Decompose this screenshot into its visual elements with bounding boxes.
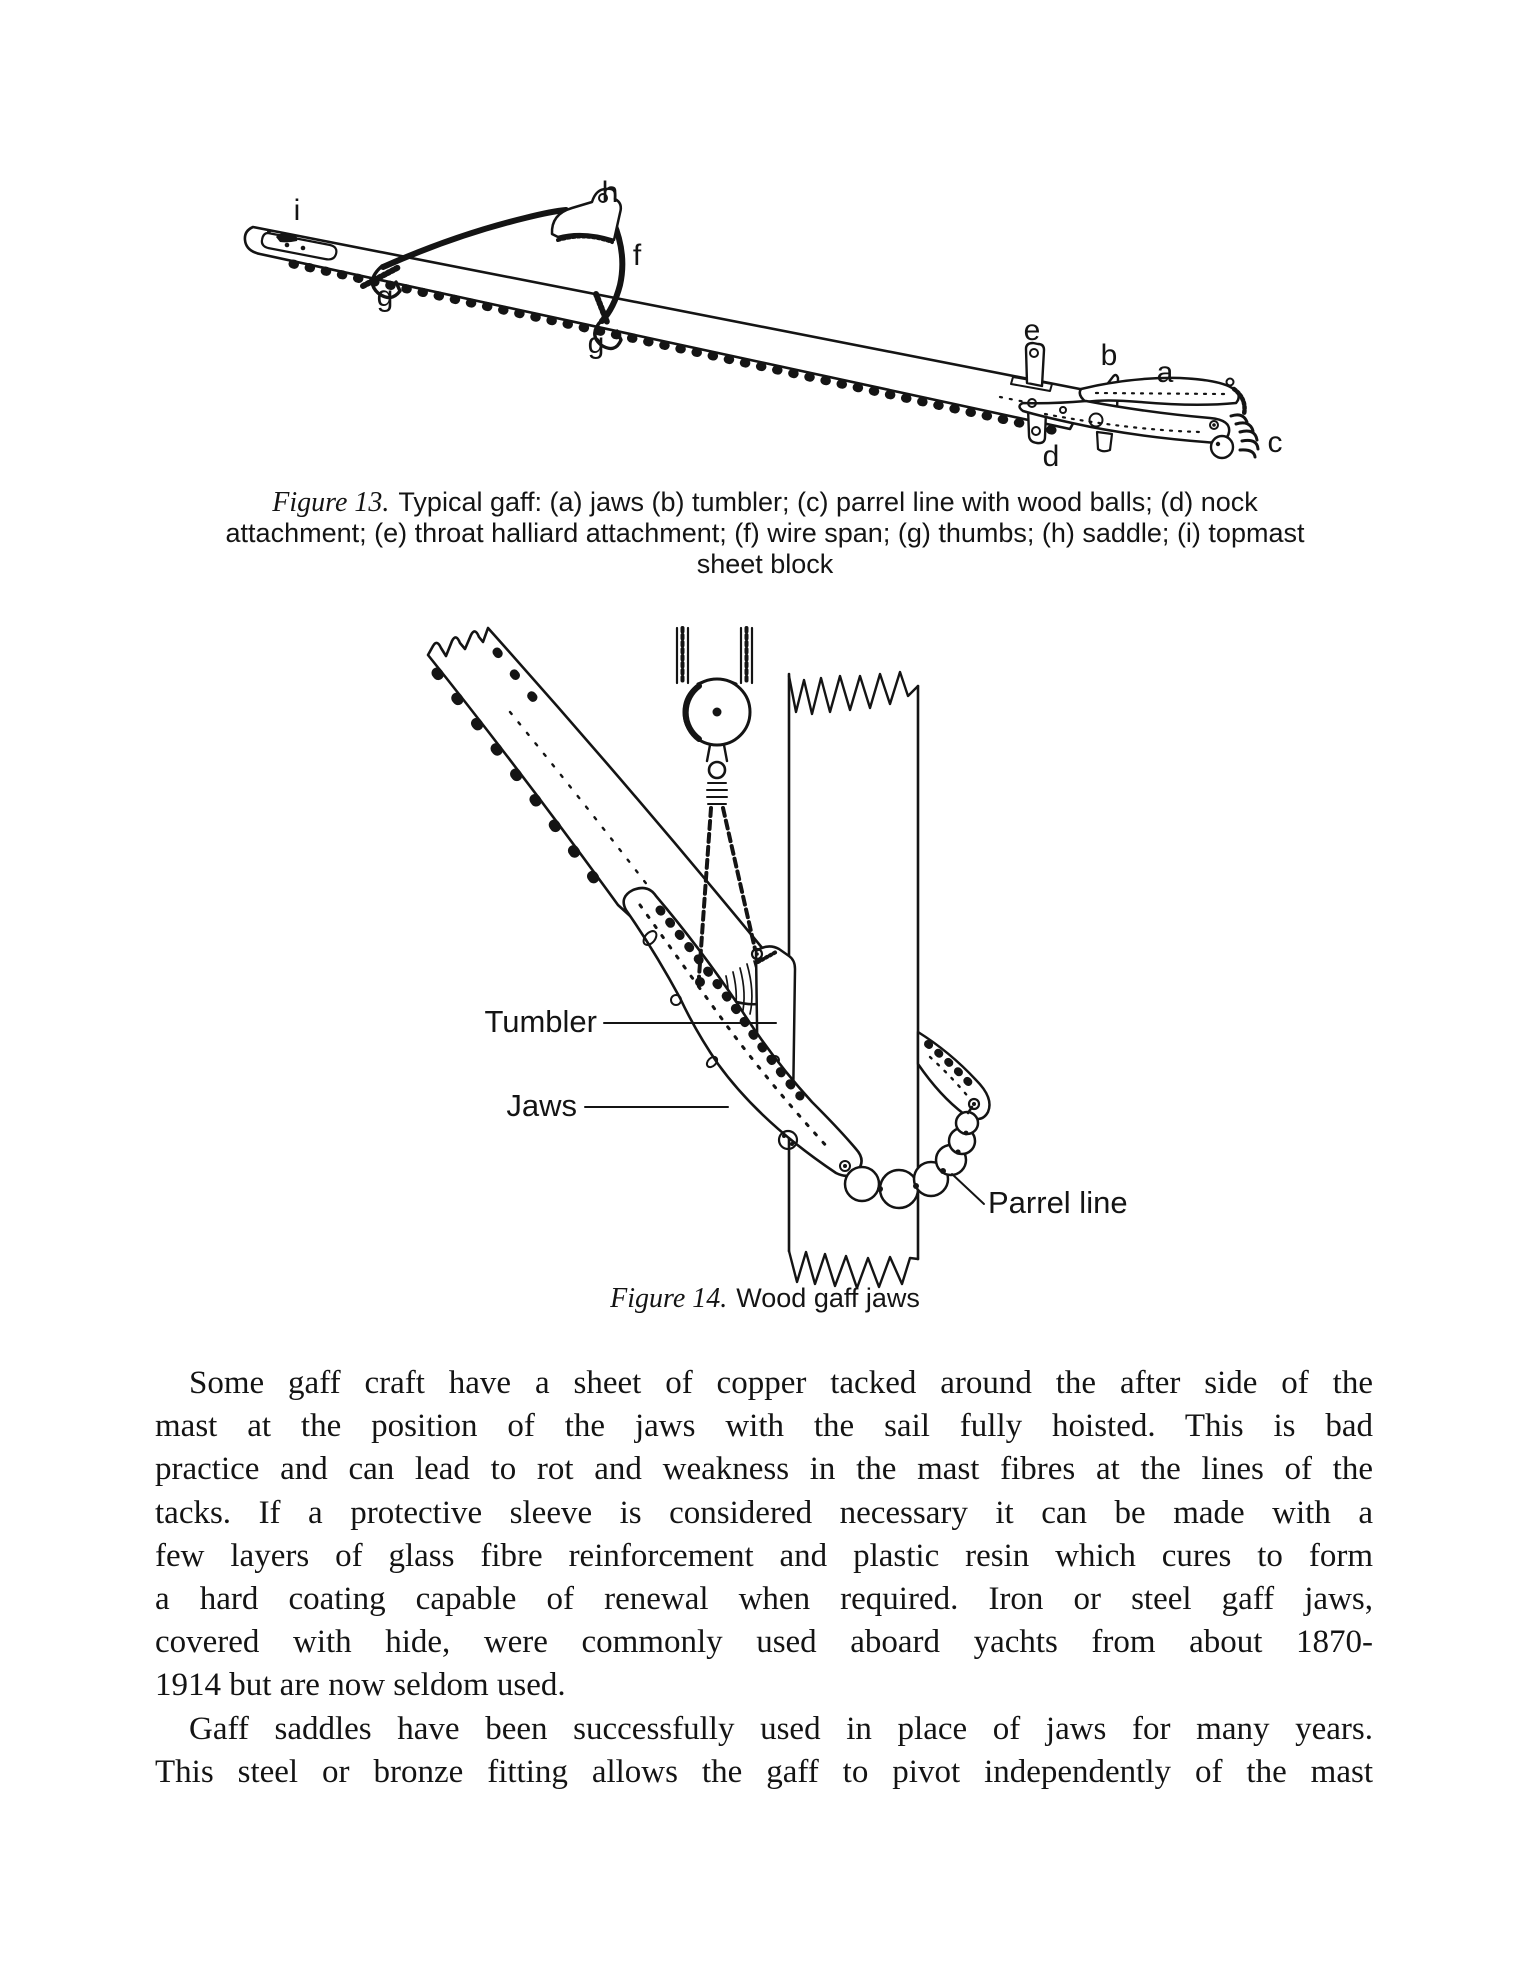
body-text: Some gaff craft have a sheet of copper t… [155,1362,1373,1794]
body-line: Gaff saddles have been successfully used… [189,1710,1373,1747]
jaws-horn [622,886,863,1178]
saddle [550,187,623,244]
fig13-label-b: b [1100,339,1118,372]
figure14-illustration [426,626,991,1290]
body-line: practice and can lead to rot and weaknes… [155,1451,1373,1488]
fig14-label-jaws: Jaws [506,1088,577,1123]
figure13-illustration [243,187,1260,460]
figure14-caption-text: Wood gaff jaws [736,1283,920,1313]
wire-span [360,207,626,351]
figure13-caption-line1-text: Typical gaff: (a) jaws (b) tumbler; (c) … [398,487,1258,517]
far-jaw-arm [916,1030,991,1121]
parrel-line-balls [843,1105,980,1210]
figure13-caption-number: Figure 13. [272,487,390,518]
body-line: a hard coating capable of renewal when r… [155,1581,1373,1618]
fig13-label-h: h [601,176,619,209]
upper-jaw [1078,376,1247,417]
fig13-label-a: a [1156,356,1174,389]
fig13-label-f: f [632,239,642,272]
fig13-label-g-right: g [587,327,605,360]
parrel-coil [1209,413,1260,460]
figure13-caption-line2: attachment; (e) throat halliard attachme… [225,518,1305,548]
fig13-label-i: i [293,194,301,227]
body-line: covered with hide, were commonly used ab… [155,1624,1373,1661]
body-line: This steel or bronze fitting allows the … [155,1753,1373,1790]
fig14-label-tumbler: Tumbler [484,1004,597,1039]
fig13-label-d: d [1042,440,1060,473]
fig14-label-parrel-line: Parrel line [988,1185,1128,1220]
fig13-label-g-left: g [376,280,394,313]
wire-spans-fig14 [695,806,764,987]
gaff-spar [243,225,1096,436]
body-line: tacks. If a protective sleeve is conside… [155,1494,1373,1531]
figure13-caption: Figure 13. Typical gaff: (a) jaws (b) tum… [0,487,1530,580]
fig13-label-c: c [1267,426,1283,459]
figure13-caption-line3: sheet block [696,549,834,579]
throat-halliard-strap [1010,341,1053,392]
body-line: mast at the position of the jaws with th… [155,1408,1373,1445]
body-line: few layers of glass fibre reinforcement … [155,1537,1373,1574]
lower-jaw [1018,398,1231,444]
topmast-sheet-block [260,229,338,261]
body-line: 1914 but are now seldom used. [155,1667,566,1704]
figure14-caption-number: Figure 14. [610,1283,728,1314]
figure13-caption-line1: Figure 13. Typical gaff: (a) jaws (b) tum… [0,487,1530,518]
figure14-caption: Figure 14. Wood gaff jaws [0,1283,1530,1314]
halliard-ropes [675,626,754,685]
figure14-caption-line: Figure 14. Wood gaff jaws [0,1283,1530,1314]
fig13-label-e: e [1023,314,1041,347]
leader-lines [584,1022,985,1205]
gaff-spar-fig14 [426,626,790,1006]
halliard-block [682,677,752,747]
halliard-knot [705,743,729,805]
body-line: Some gaff craft have a sheet of copper t… [189,1365,1373,1401]
